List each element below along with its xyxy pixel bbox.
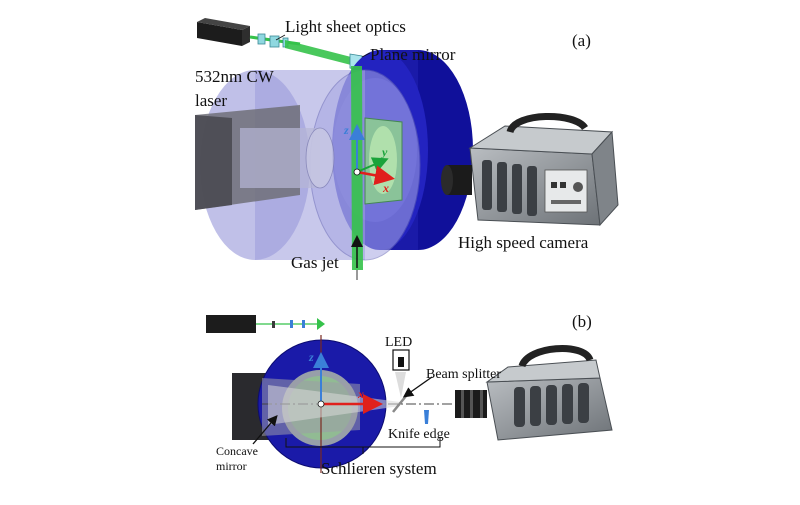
label-schlieren-system: Schlieren system [321,459,437,478]
label-concave-line2: mirror [216,459,247,473]
label-concave-line1: Concave [216,444,258,458]
beam-splitter [392,395,407,413]
led-source [392,349,410,398]
label-high-speed-camera: High speed camera [458,233,589,252]
label-beam-splitter: Beam splitter [426,367,501,382]
label-laser-line2: laser [195,91,227,110]
laser-beam-horizontal [285,40,355,66]
axis-x-label-b: x [357,387,364,401]
camera-lens-b [455,390,487,418]
high-speed-camera-b [485,345,613,441]
axis-z-label-a: z [343,123,349,137]
laser-source-b [206,315,325,333]
panel-b-tag: (b) [572,312,592,331]
high-speed-camera-a [441,113,619,227]
label-laser-line1: 532nm CW [195,67,275,86]
laser-source [197,18,250,46]
axis-x-label-a: x [382,181,389,195]
inner-cylinder [240,127,335,189]
label-gas-jet: Gas jet [291,253,339,272]
axes-a: z y x [343,123,395,195]
axes-b: z x [308,350,383,414]
label-knife-edge: Knife edge [388,427,450,442]
label-led: LED [385,335,412,350]
knife-edge [424,410,429,424]
label-light-sheet-optics: Light sheet optics [285,17,406,36]
axis-y-label-a: y [380,145,388,159]
schlieren-brace [285,438,441,454]
panel-a: z y x [195,17,619,280]
label-plane-mirror: Plane mirror [370,45,456,64]
panel-a-tag: (a) [572,31,591,50]
axis-z-label-b: z [308,350,314,364]
panel-b: z x [206,312,613,478]
